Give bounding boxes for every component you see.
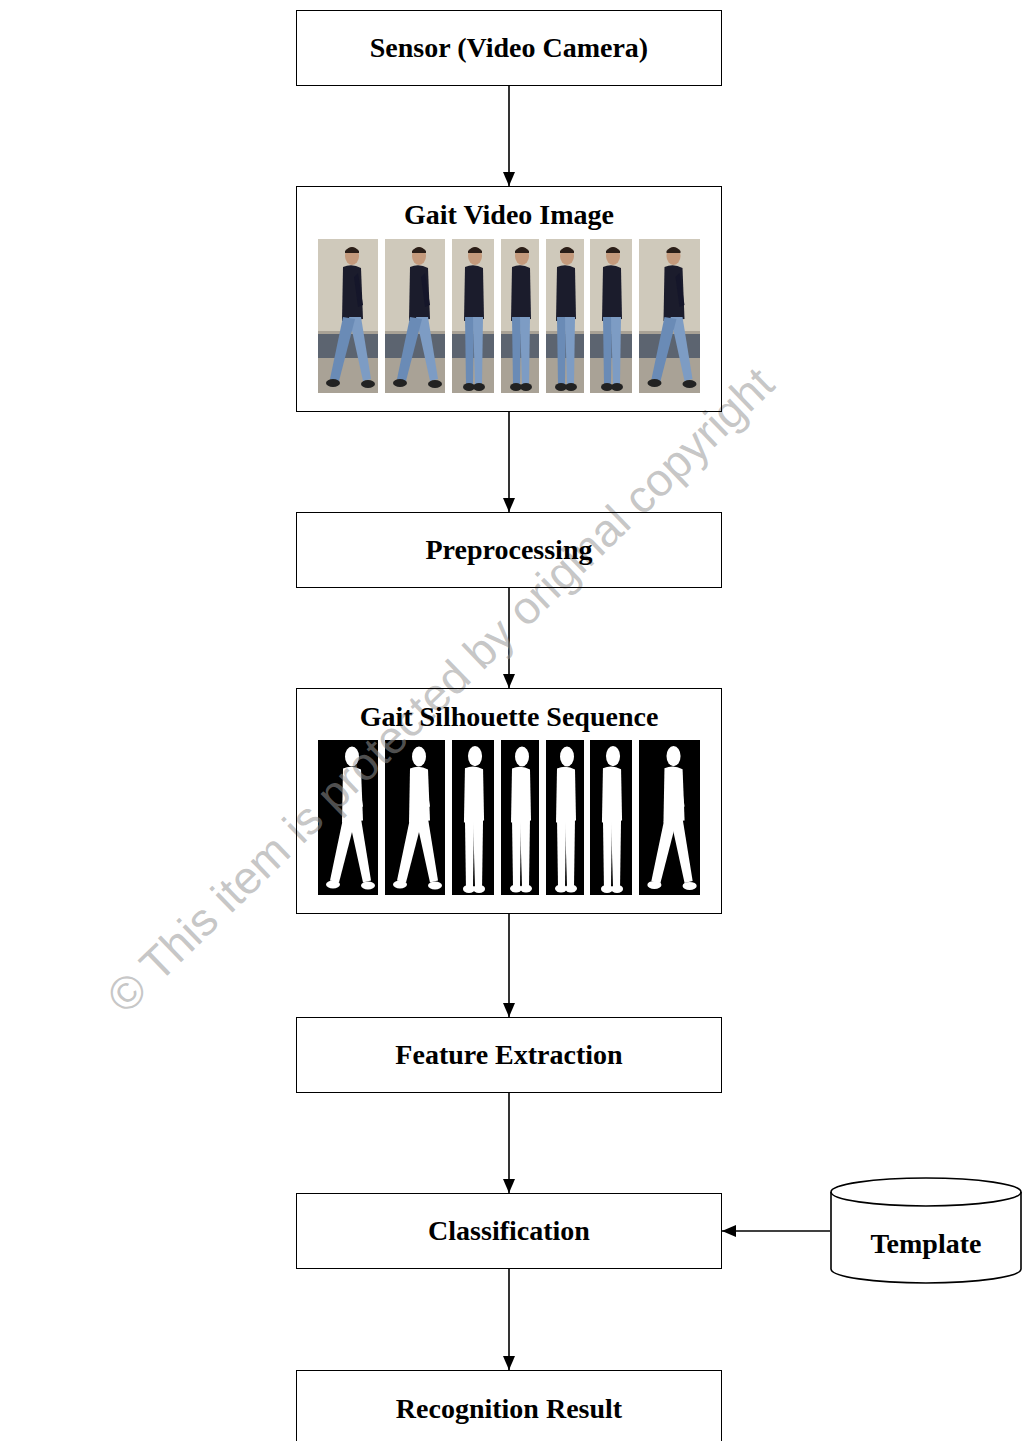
box-label: Recognition Result: [396, 1393, 622, 1425]
process-box: Sensor (Video Camera): [296, 10, 722, 86]
video-frames: [318, 239, 700, 393]
process-box: Gait Silhouette Sequence: [296, 688, 722, 914]
box-label: Gait Video Image: [404, 199, 614, 231]
watermark-text: © This item is protected by original cop…: [96, 356, 784, 1023]
flow-arrow: [508, 1269, 510, 1370]
box-label: Sensor (Video Camera): [370, 32, 648, 64]
process-box: Feature Extraction: [296, 1017, 722, 1093]
box-label: Preprocessing: [426, 534, 593, 566]
storage-cylinder: Template: [830, 1177, 1022, 1284]
flow-arrow: [508, 412, 510, 512]
process-box: Recognition Result: [296, 1370, 722, 1441]
flow-arrow: [508, 914, 510, 1017]
flow-arrow: [508, 1093, 510, 1193]
flow-arrow: [508, 86, 510, 186]
box-label: Gait Silhouette Sequence: [360, 701, 659, 733]
box-label: Classification: [428, 1215, 590, 1247]
process-box: Classification: [296, 1193, 722, 1269]
box-label: Feature Extraction: [395, 1039, 622, 1071]
process-box: Preprocessing: [296, 512, 722, 588]
process-box: Gait Video Image: [296, 186, 722, 412]
box-label: Template: [871, 1228, 982, 1260]
flow-arrow: [722, 1230, 830, 1232]
